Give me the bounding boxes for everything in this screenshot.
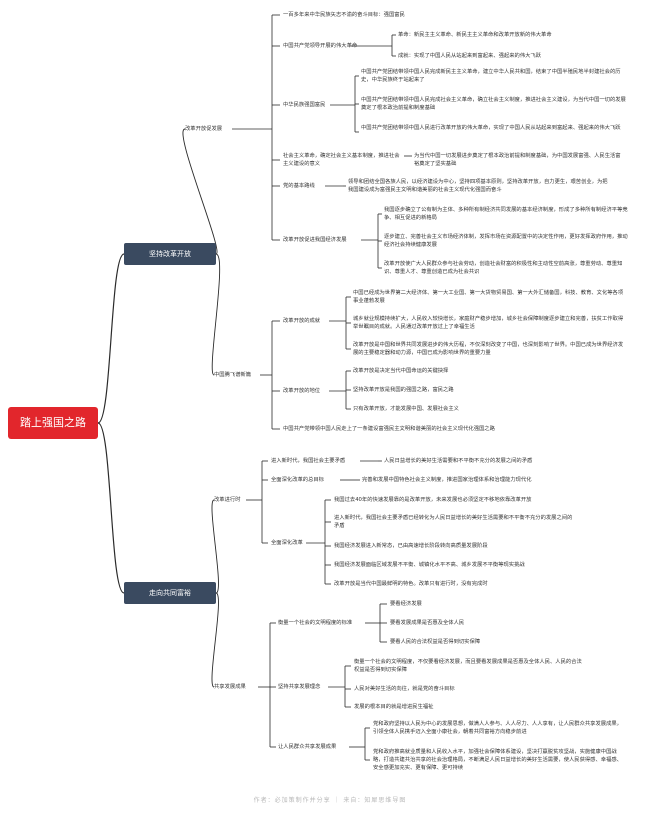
node-goal-detail[interactable]: 完善和发展中国特色社会主义制度，推进国家治理体系和治理能力现代化 [362,477,532,483]
node-sharing-2[interactable]: 人民对美好生活的向往，就是党的奋斗目标 [354,686,455,692]
node-deepen-1[interactable]: 我国过去40年的快速发展靠的是改革开放，未来发展也必须坚定不移地依靠改革开放 [334,497,532,503]
node-reform-promotes-development[interactable]: 改革开放促发展 [185,126,223,132]
node-people-share-2[interactable]: 党和政府推高就业质量和人民收入水平，加强社会保障体系建设，坚决打赢脱贫攻坚战，实… [373,749,622,771]
node-revolution[interactable]: 革命：新民主主义革命、新民主主义革命和改革开放新的伟大革命 [398,32,552,38]
node-main-contradiction[interactable]: 进入新时代，我国社会主要矛盾 [271,458,346,464]
node-deepen-5[interactable]: 改革开放是当代中国最鲜明的特色。改革只有进行时，没有完成时 [334,581,488,587]
node-people-share[interactable]: 让人民群众共享发展成果 [278,744,337,750]
node-achievement-3[interactable]: 改革开放是中国和世界共同发展进步的伟大历程，不仅深刻改变了中国，也深刻影响了世界… [353,342,624,356]
node-great-revolution[interactable]: 中国共产党领导开展的伟大革命 [283,43,358,49]
node-strong-nation-1[interactable]: 中国共产党团结带领中国人民完成新民主主义革命，建立中华人民共和国，结束了中国半殖… [361,69,621,83]
node-share-results[interactable]: 共享发展成果 [214,684,246,690]
node-basic-line-detail[interactable]: 领导和团结全国各族人民，以经济建设为中心，坚持四项基本原则，坚持改革开放，自力更… [348,179,608,193]
node-deepen-2[interactable]: 进入新时代，我国社会主要矛盾已经转化为人民日益增长的美好生活需要和不平衡不充分的… [334,515,573,529]
node-deepen-reform[interactable]: 全面深化改革 [271,540,303,546]
connector [97,422,125,594]
node-sharing-3[interactable]: 发展的根本目的就是增进民生福祉 [354,704,434,710]
node-deepen-3[interactable]: 我国经济发展进入新常态，已由高速增长阶段转向高质量发展阶段 [334,543,488,549]
footer-credit: 作者：必加策制作并分享 ｜ 来自：知犀思维导图 [253,797,407,804]
node-standard-3[interactable]: 要看人民的合法权益是否得到切实保障 [390,639,481,645]
connector [211,253,221,376]
node-economic-1[interactable]: 我国逐步确立了公有制为主体、多种所有制经济共同发展的基本经济制度，形成了多种所有… [384,207,628,221]
node-achievement-1[interactable]: 中国已经成为世界第二大经济体、第一大工业国、第一大货物贸易国、第一大外汇储备国，… [353,290,624,304]
node-deepen-4[interactable]: 我国经济发展面临区域发展不平衡、城镇化水平不高、城乡发展不平衡等现实挑战 [334,562,525,568]
connector [211,499,219,594]
node-china-takeoff[interactable]: 中国腾飞谱新篇 [214,372,252,378]
node-meaning-detail[interactable]: 为当代中国一切发展进步奠定了根本政治前提和制度基础，为中国发展富强、人民生活富裕… [414,153,621,167]
node-sharing-concept[interactable]: 坚持共享发展理念 [278,684,321,690]
node-economic-development[interactable]: 改革开放促进我国经济发展 [283,237,347,243]
node-reform-status[interactable]: 改革开放的地位 [283,388,321,394]
node-status-1[interactable]: 改革开放是决定当代中国命运的关键抉择 [353,368,449,374]
node-standard-2[interactable]: 要看发展成果是否惠及全体人民 [390,620,465,626]
node-strong-nation-3[interactable]: 中国共产党团结带领中国人民进行改革开放的伟大革命，实现了中国人民从站起来到富起来… [361,125,621,131]
node-standard-1[interactable]: 要看经济发展 [390,601,422,607]
node-achievement-2[interactable]: 城乡就业规模持续扩大，人民收入较快增长，家庭财产稳步增加，城乡社会保障制度逐步建… [353,316,624,330]
connector [211,592,219,688]
node-civilization-standard[interactable]: 衡量一个社会的文明程度的标准 [278,620,353,626]
node-reform-achievements[interactable]: 改革开放的成就 [283,318,321,324]
node-status-2[interactable]: 坚持改革开放是我国的强国之路，富民之路 [353,387,454,393]
root-node[interactable]: 踏上强国之路 [8,407,98,439]
node-achievement[interactable]: 成就：实现了中国人民从站起来到富起来、强起来的伟大飞跃 [398,53,542,59]
branch-common-prosperity[interactable]: 走向共同富裕 [124,582,216,604]
node-status-3[interactable]: 只有改革开放，才能发展中国、发展社会主义 [353,406,459,412]
node-economic-2[interactable]: 逐步建立、完善社会主义市场经济体制，发挥市场在资源配置中的决定性作用，更好发挥政… [384,234,628,248]
node-contradiction-detail[interactable]: 人民日益增长的美好生活需要和不平衡不充分的发展之间的矛盾 [384,458,533,464]
node-reform-ongoing[interactable]: 改革进行时 [214,497,241,503]
connector [97,253,125,424]
node-socialist-revolution-meaning[interactable]: 社会主义革命，确定社会主义基本制度，推进社会主义建设的意义 [283,153,400,167]
branch-reform-opening[interactable]: 坚持改革开放 [124,243,216,265]
connector [182,128,218,255]
node-strong-nation-2[interactable]: 中国共产党团结带领中国人民完成社会主义革命，确立社会主义制度，推进社会主义建设，… [361,97,626,111]
node-strong-nation[interactable]: 中华民族强国富民 [283,102,326,108]
node-overall-goal[interactable]: 全面深化改革的总目标 [271,477,324,483]
node-cpc-road[interactable]: 中国共产党带领中国人民走上了一条建设富强民主文明和谐美丽的社会主义现代化强国之路 [283,426,495,432]
node-sharing-1[interactable]: 衡量一个社会的文明程度，不仅要看经济发展，而且要看发展成果是否惠及全体人民、人民… [354,659,582,673]
node-goal[interactable]: 一百多年来中华民族矢志不渝的奋斗目标：强国富民 [283,12,405,18]
node-economic-3[interactable]: 改革开放使广大人民群众参与社会劳动，创造社会财富的积极性和主动性空前高涨，尊重劳… [384,261,623,275]
node-basic-line[interactable]: 党的基本路线 [283,183,315,189]
node-people-share-1[interactable]: 党和政府坚持以人民为中心的发展思想，做满人人参与、人人尽力、人人享有，让人民群众… [373,721,622,735]
